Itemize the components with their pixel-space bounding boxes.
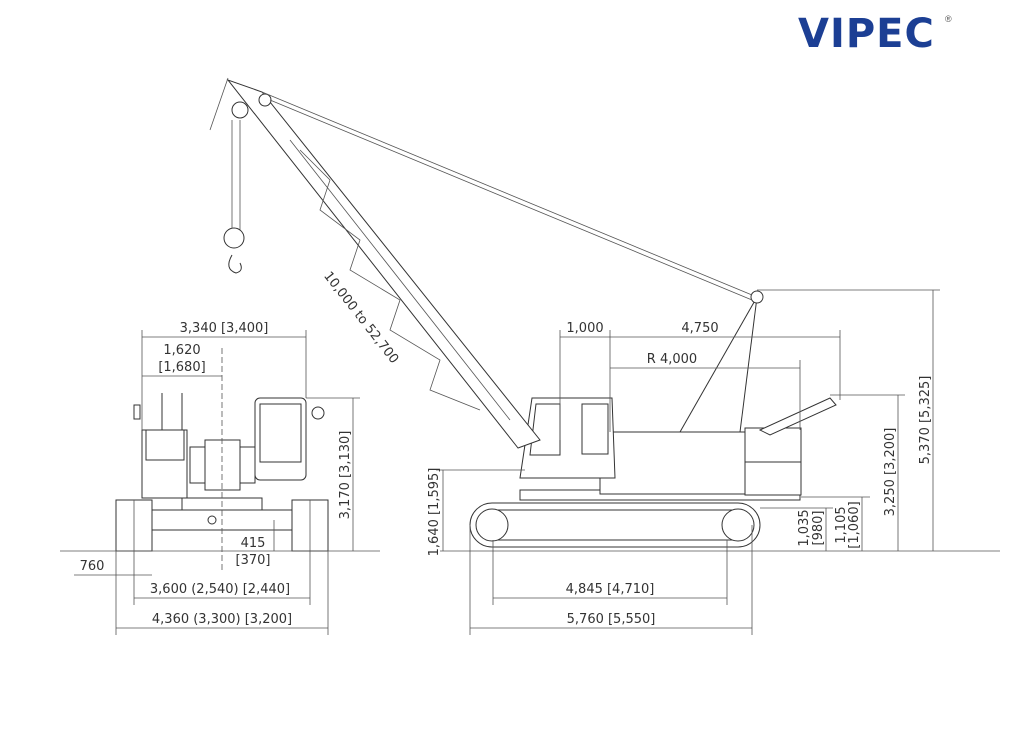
clearance-label: 415 bbox=[241, 536, 266, 551]
overall-width-label: 4,360 (3,300) [3,200] bbox=[152, 612, 292, 627]
track-shoe-label: 760 bbox=[80, 559, 105, 574]
clearance-alt-label: [370] bbox=[236, 553, 271, 568]
counterweight-clearance-alt-label: [1,060] bbox=[847, 501, 862, 548]
center-offset-label: 1,620 bbox=[163, 343, 200, 358]
tumbler-distance-label: 4,845 [4,710] bbox=[566, 582, 655, 597]
vipec-logo: VIPEC bbox=[798, 11, 935, 57]
boom-foot-label: 1,000 bbox=[566, 321, 603, 336]
ground-clearance-label: 1,035 bbox=[797, 509, 812, 546]
ground-clearance-alt-label: [980] bbox=[811, 511, 826, 546]
side-view-machine bbox=[223, 78, 837, 548]
counterweight-clearance-label: 1,105 bbox=[834, 506, 849, 543]
boom-foot-height-label: 1,640 [1,595] bbox=[427, 468, 442, 557]
center-offset-alt-label: [1,680] bbox=[158, 360, 205, 375]
side-view-dimensions bbox=[209, 77, 1000, 635]
logo-registered-mark: ® bbox=[945, 14, 952, 24]
tail-radius-label: R 4,000 bbox=[647, 352, 697, 367]
cab-height-label: 3,250 [3,200] bbox=[883, 428, 898, 517]
front-view-dimensions bbox=[60, 330, 380, 635]
front-height-label: 3,170 [3,130] bbox=[338, 431, 353, 520]
tail-length-label: 4,750 bbox=[681, 321, 718, 336]
front-width-label: 3,340 [3,400] bbox=[180, 321, 269, 336]
crawler-length-label: 5,760 [5,550] bbox=[567, 612, 656, 627]
track-gauge-label: 3,600 (2,540) [2,440] bbox=[150, 582, 290, 597]
overall-height-label: 5,370 [5,325] bbox=[918, 376, 933, 465]
